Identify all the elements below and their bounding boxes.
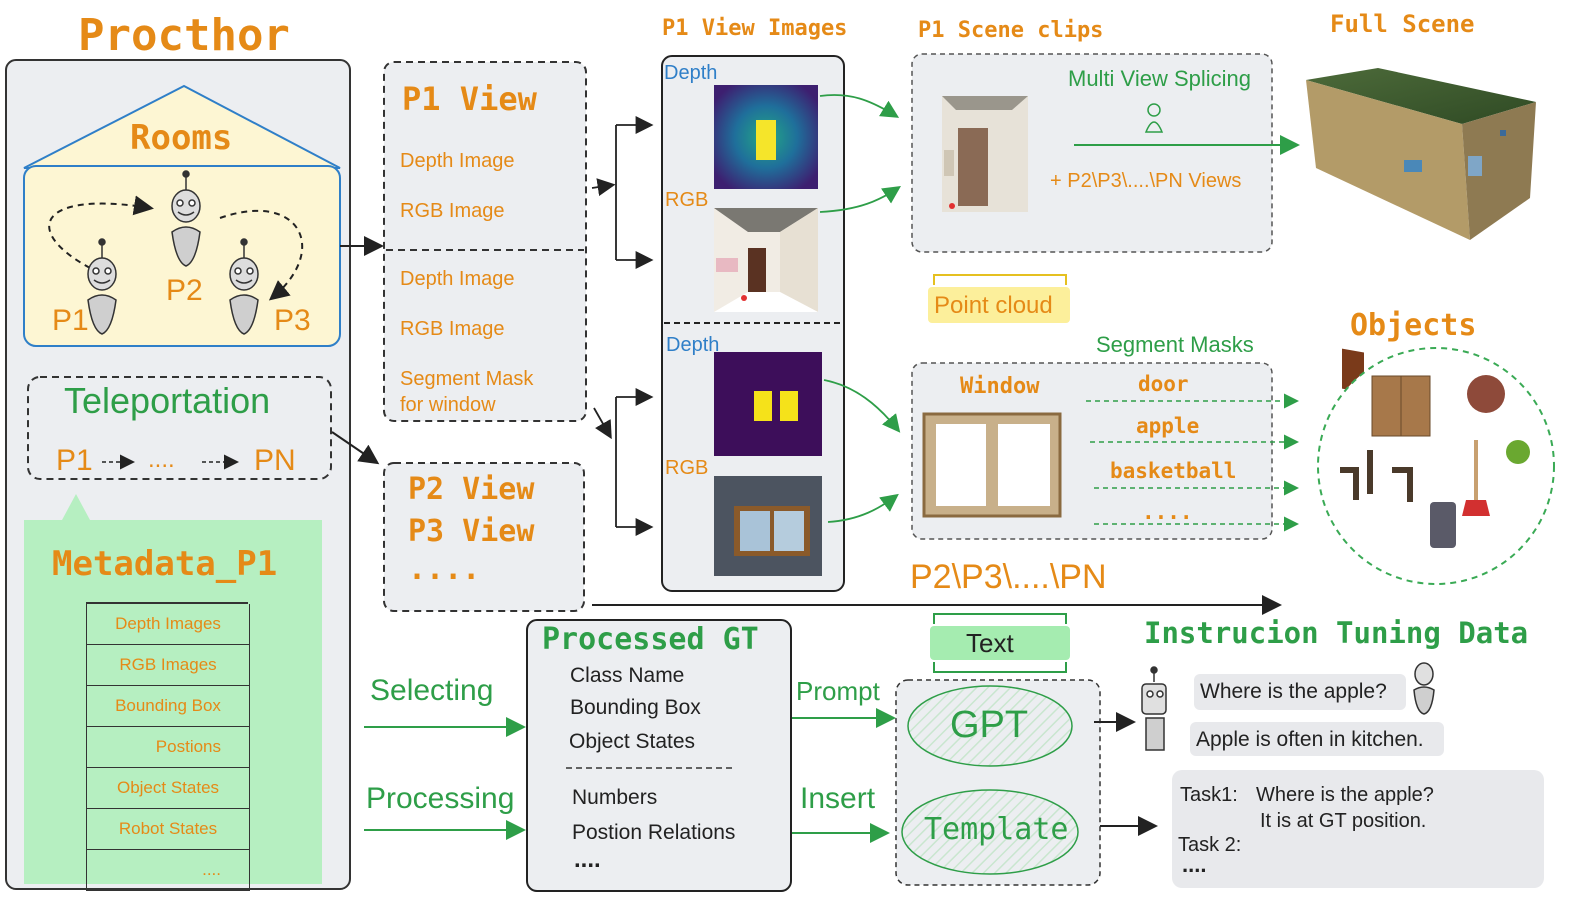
p1-depth-image-item: Depth Image xyxy=(400,150,515,172)
seg-dots: .... xyxy=(1142,500,1193,524)
teleport-to: PN xyxy=(254,444,296,477)
segment-mask-item: Segment Mask xyxy=(400,368,534,390)
processed-gt-title: Processed GT xyxy=(542,622,759,657)
task1-question: Where is the apple? xyxy=(1256,784,1434,806)
metadata-row: Depth Images xyxy=(86,604,250,645)
p1-view-title: P1 View xyxy=(402,80,537,118)
teleport-dots: .... xyxy=(148,446,175,473)
gt-dots: .... xyxy=(574,846,601,873)
p1-rgb-image-item: RGB Image xyxy=(400,200,505,222)
gt-bounding-box: Bounding Box xyxy=(570,696,701,719)
prompt-label: Prompt xyxy=(796,676,880,706)
task1-label: Task1: xyxy=(1180,784,1238,806)
gpt-label: GPT xyxy=(950,704,1029,746)
robot-p3-icon xyxy=(229,238,259,335)
scene-clips-title: P1 Scene clips xyxy=(918,18,1104,43)
seg-basketball: basketball xyxy=(1110,459,1237,483)
chat-question: Where is the apple? xyxy=(1200,680,1387,703)
rgb-image-1 xyxy=(714,208,818,312)
tuning-title: Instrucion Tuning Data xyxy=(1144,616,1529,650)
task2-label: Task 2: xyxy=(1178,834,1242,856)
view-images-title: P1 View Images xyxy=(662,16,848,41)
metadata-row: Postions xyxy=(86,727,250,768)
window-label: Window xyxy=(960,374,1040,399)
insert-label: Insert xyxy=(800,782,876,815)
metadata-row: Robot States xyxy=(86,809,250,850)
processing-label: Processing xyxy=(366,782,515,815)
gt-object-states: Object States xyxy=(569,730,696,753)
metadata-bubble xyxy=(24,494,322,884)
scene-clip-image xyxy=(942,96,1028,212)
metadata-row: Object States xyxy=(86,768,250,809)
gt-numbers: Numbers xyxy=(572,786,658,809)
metadata-row: .... xyxy=(86,850,250,891)
teleport-from: P1 xyxy=(56,444,93,477)
person-icon xyxy=(1144,103,1164,133)
window-mask-image xyxy=(922,412,1062,518)
procthor-title: Procthor xyxy=(78,10,290,61)
more-views-label: + P2\P3\....\PN Views xyxy=(1050,170,1242,192)
p3-view-title: P3 View xyxy=(408,514,535,549)
pn-label: P2\P3\....\PN xyxy=(910,558,1107,596)
p1-depth-image-item-2: Depth Image xyxy=(400,268,515,290)
gt-position-relations: Postion Relations xyxy=(572,821,736,844)
depth-image-1 xyxy=(714,85,818,189)
robot-p1-icon xyxy=(87,238,117,335)
full-scene-house xyxy=(1306,68,1536,393)
objects-title: Objects xyxy=(1350,308,1477,343)
seg-door: door xyxy=(1138,372,1189,396)
chat-answer: Apple is often in kitchen. xyxy=(1196,728,1424,751)
objects-collection xyxy=(1340,375,1530,548)
teleportation-title: Teleportation xyxy=(64,380,271,421)
metadata-title: Metadata_P1 xyxy=(52,544,278,584)
tuning-dots: .... xyxy=(1182,852,1207,877)
depth-image-2 xyxy=(714,352,822,456)
p2-label: P2 xyxy=(166,274,203,307)
depth-label-1: Depth xyxy=(664,62,718,84)
depth-label-2: Depth xyxy=(666,334,720,356)
p1-label: P1 xyxy=(52,304,89,337)
template-label: Template xyxy=(924,812,1069,847)
seg-apple: apple xyxy=(1136,414,1200,438)
rgb-label-1: RGB xyxy=(665,189,709,211)
p1-rgb-image-item-2: RGB Image xyxy=(400,318,505,340)
point-cloud-label: Point cloud xyxy=(934,292,1053,319)
segment-masks-title: Segment Masks xyxy=(1096,332,1254,357)
segment-mask-item-sub: for window xyxy=(400,394,496,416)
human-icon xyxy=(1413,662,1435,715)
full-scene-title: Full Scene xyxy=(1330,10,1475,38)
rgb-image-2 xyxy=(714,476,822,576)
text-label: Text xyxy=(966,628,1014,658)
rooms-label: Rooms xyxy=(130,118,233,158)
robot-p2-icon xyxy=(171,170,201,267)
task1-answer: It is at GT position. xyxy=(1260,810,1427,832)
metadata-row: RGB Images xyxy=(86,645,250,686)
robot-agent-icon xyxy=(1141,666,1167,751)
multi-view-splicing: Multi View Splicing xyxy=(1068,66,1252,91)
objects-circle xyxy=(1317,347,1555,585)
metadata-row: Bounding Box xyxy=(86,686,250,727)
p3-label: P3 xyxy=(274,304,311,337)
selecting-label: Selecting xyxy=(370,674,494,707)
p2-view-title: P2 View xyxy=(408,472,535,507)
views-dots: .... xyxy=(408,552,481,587)
gt-class-name: Class Name xyxy=(570,664,685,687)
rgb-label-2: RGB xyxy=(665,457,709,479)
